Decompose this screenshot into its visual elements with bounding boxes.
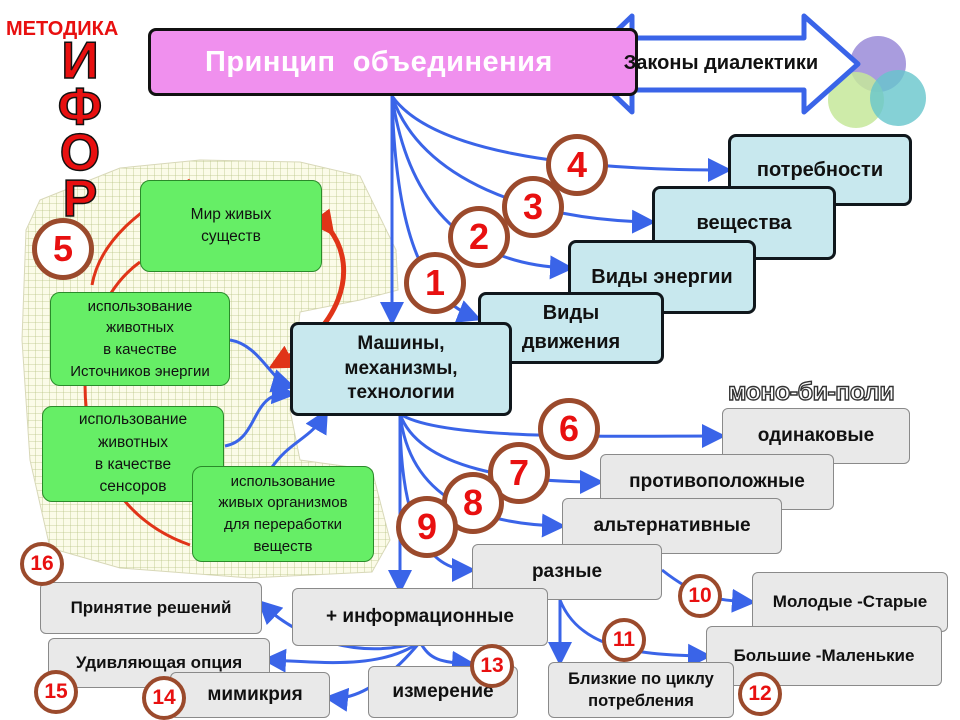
decisions-label: Принятие решений (70, 598, 232, 617)
method-letter-o: О (59, 124, 101, 182)
big-small-box: Большие -Маленькие (706, 626, 942, 686)
arrows-green (224, 338, 329, 471)
alternative-label: альтернативные (593, 515, 751, 536)
number-circle-10: 10 (678, 574, 722, 618)
different-label: разные (531, 561, 603, 582)
method-letter-r: Р (62, 170, 98, 228)
motion-types-label: Виды движения (521, 302, 621, 353)
number-circle-16: 16 (20, 542, 64, 586)
method-label: МЕТОДИКА (6, 18, 119, 40)
sensor-use-label: использование животных в качестве сенсор… (78, 411, 188, 496)
arrows-upper (380, 95, 732, 326)
surprising-label: Удивляющая опция (75, 653, 243, 672)
processing-use-box: использование живых организмов для перер… (192, 466, 374, 562)
number-circle-2: 2 (448, 206, 510, 268)
method-letters: И Ф О Р (40, 32, 120, 228)
young-old-box: Молодые -Старые (752, 572, 948, 632)
needs-label: потребности (756, 158, 884, 181)
principle-box: Принцип объединения (148, 28, 638, 96)
number-circle-14: 14 (142, 676, 186, 720)
living-world-label: Мир живых существ (190, 205, 272, 245)
informational-label: + информационные (326, 606, 514, 627)
young-old-label: Молодые -Старые (772, 592, 928, 611)
number-circle-1: 1 (404, 252, 466, 314)
machines-label: Машины, механизмы, технологии (344, 332, 458, 404)
number-circle-13: 13 (470, 644, 514, 688)
measurement-box: измерение (368, 666, 518, 718)
energy-use-box: использование животных в качестве Источн… (50, 292, 230, 386)
number-circle-11: 11 (602, 618, 646, 662)
sensor-use-box: использование животных в качестве сенсор… (42, 406, 224, 502)
dialectics-label: Законы диалектики (623, 52, 819, 74)
number-circle-5: 5 (32, 218, 94, 280)
method-letter-f: Ф (57, 78, 103, 136)
number-circle-12: 12 (738, 672, 782, 716)
cycle-label: Близкие по циклу потребления (568, 669, 714, 710)
machines-box: Машины, механизмы, технологии (290, 322, 512, 416)
energy-types-label: Виды энергии (591, 265, 733, 288)
venn-circle-green (828, 72, 884, 128)
method-letter-i: И (61, 32, 100, 90)
venn-circle-teal (870, 70, 926, 126)
mimicry-box: мимикрия (170, 672, 330, 718)
principle-title: Принцип объединения (205, 45, 553, 78)
number-circle-15: 15 (34, 670, 78, 714)
informational-box: + информационные (292, 588, 548, 646)
big-small-label: Большие -Маленькие (733, 646, 915, 665)
mimicry-label: мимикрия (207, 684, 303, 705)
energy-use-label: использование животных в качестве Источн… (70, 297, 210, 380)
processing-use-label: использование живых организмов для перер… (218, 472, 348, 555)
cycle-box: Близкие по циклу потребления (548, 662, 734, 718)
number-circle-4: 4 (546, 134, 608, 196)
number-circle-6: 6 (538, 398, 600, 460)
measurement-label: измерение (392, 681, 494, 702)
substances-label: вещества (696, 211, 792, 234)
number-circle-9: 9 (396, 496, 458, 558)
same-label: одинаковые (757, 425, 875, 446)
decisions-box: Принятие решений (40, 582, 262, 634)
mono-bi-poli-label: моно-би-поли (727, 377, 895, 406)
living-world-box: Мир живых существ (140, 180, 322, 272)
opposite-label: противоположные (629, 471, 805, 492)
number-circle-7: 7 (488, 442, 550, 504)
